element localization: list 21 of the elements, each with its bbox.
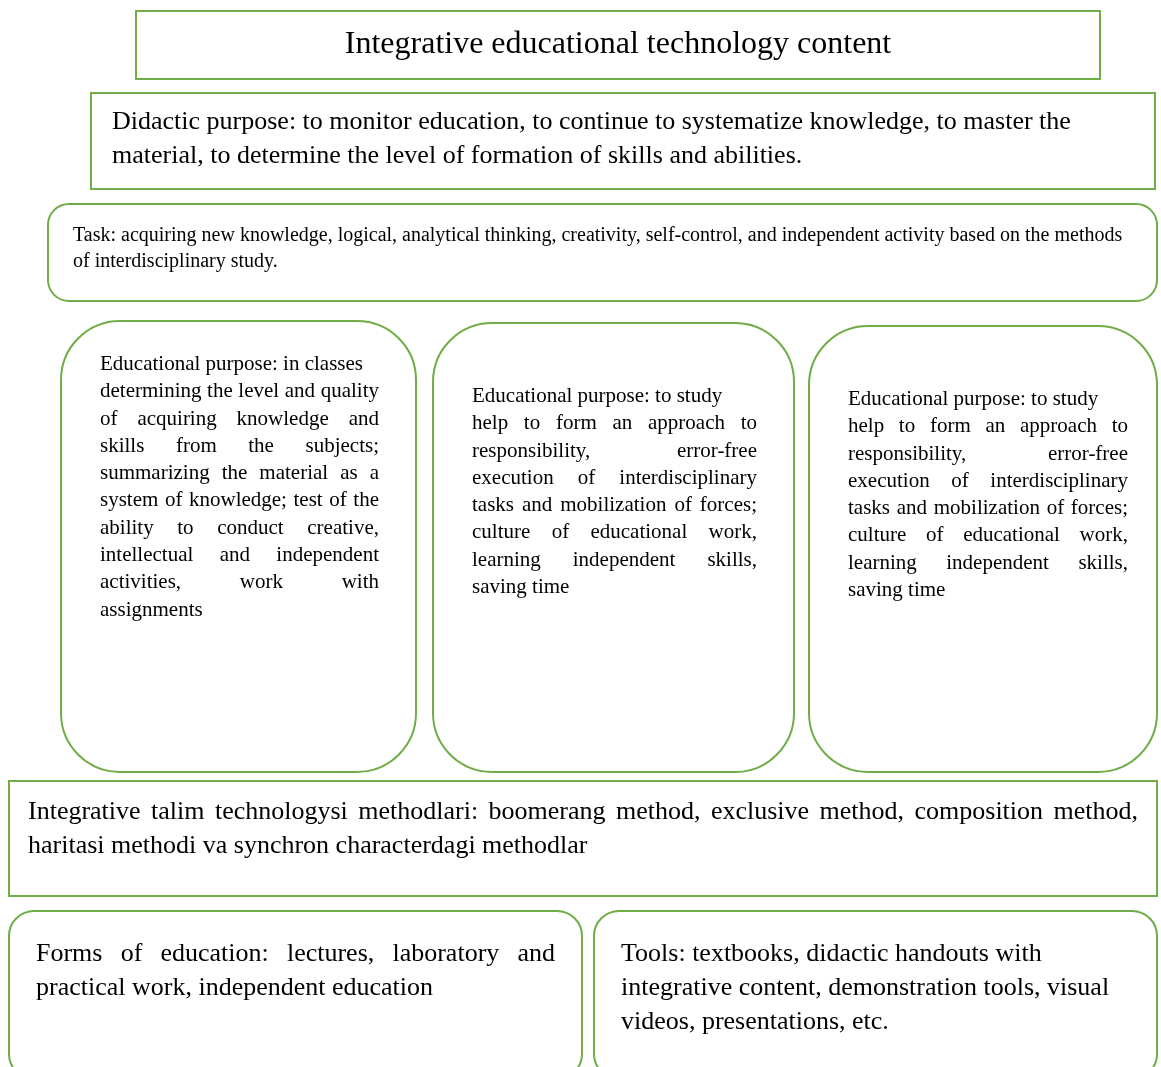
purpose-card (808, 325, 1158, 773)
card-heading: Educational purpose: to study (472, 382, 724, 409)
card-heading: Educational purpose: to study (848, 385, 1100, 412)
tools-box (593, 910, 1158, 1067)
purpose-card (60, 320, 417, 773)
methods-box (8, 780, 1158, 897)
box-text: Task: acquiring new knowledge, logical, analytical thinking, creativity, self-control, and independent activity based on the methods of interdisciplinary study. (73, 222, 1124, 273)
box-text: Tools: textbooks, didactic handouts with integrative content, demonstration tools, visual videos, presentations, etc. (621, 937, 1111, 1037)
box-text: Didactic purpose: to monitor education, to continue to systematize knowledge, to master the material, to determine the level of formation of skills and abilities. (112, 105, 1072, 171)
box-text: Forms of education: lectures, laboratory and practical work, independent education (36, 937, 555, 1003)
title-box (135, 10, 1101, 80)
card-heading: Educational purpose: in classes (100, 350, 364, 377)
task-box (47, 203, 1158, 302)
box-text: Integrative educational technology content (343, 23, 893, 62)
purpose-box (90, 92, 1156, 190)
box-text: help to form an approach to responsibility, error-free execution of interdisciplinary tasks and mobilization of forces; culture of educational work, learning independent skills, saving time (848, 412, 1128, 604)
box-text: determining the level and quality of acquiring knowledge and skills from the subjects; summarizing the material as a system of knowledge; test of the ability to conduct creative, intellectual and independent activities, work with assignments (100, 377, 379, 623)
box-text: help to form an approach to responsibility, error-free execution of interdisciplinary tasks and mobilization of forces; culture of educational work, learning independent skills, saving time (472, 409, 757, 601)
purpose-card (432, 322, 795, 773)
forms-box (8, 910, 583, 1067)
box-text: Integrative talim technologysi methodlari: boomerang method, exclusive method, composition method, haritasi methodi va synchron characterdagi methodlar (28, 795, 1138, 861)
